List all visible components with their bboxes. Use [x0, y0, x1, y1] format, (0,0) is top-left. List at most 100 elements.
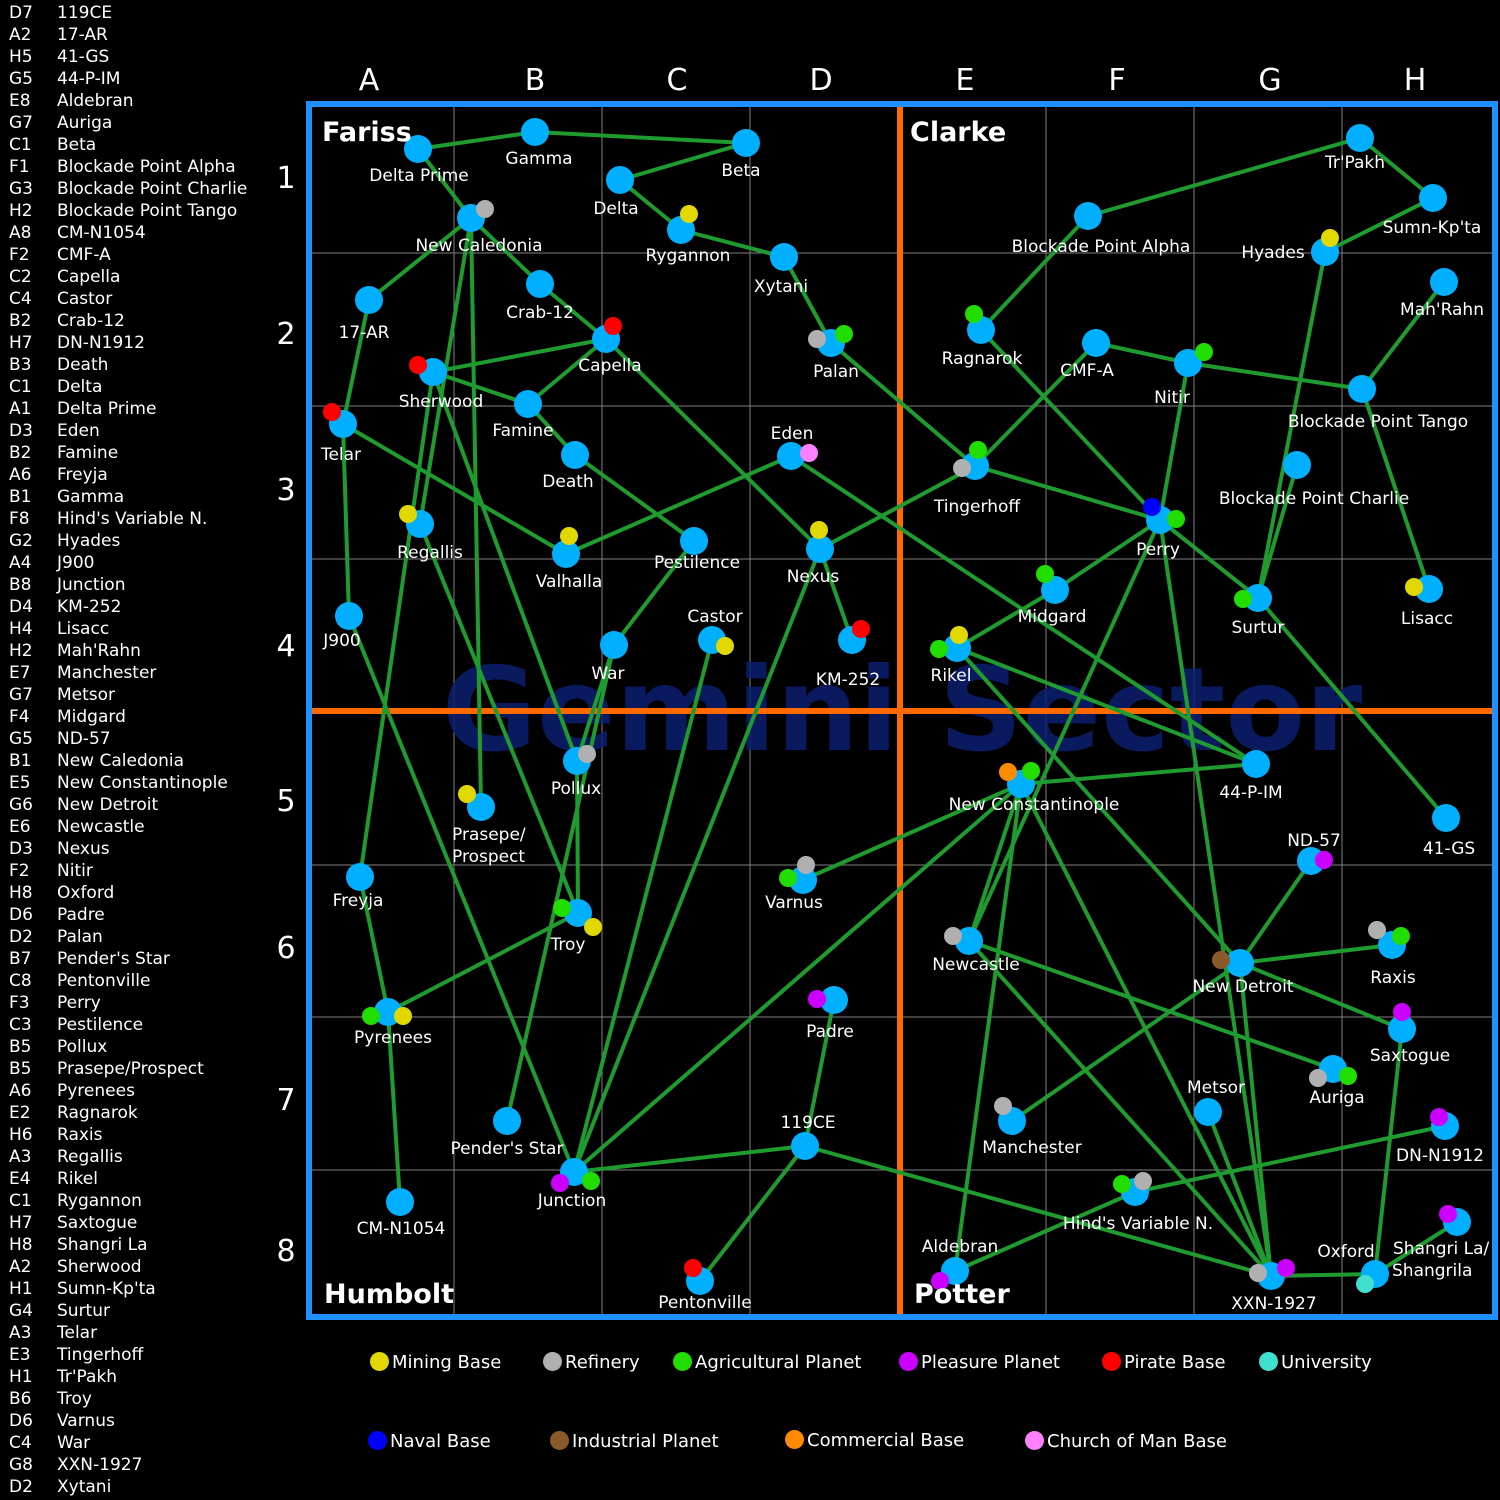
- system-famine[interactable]: Famine: [492, 390, 554, 441]
- system-dot[interactable]: [1194, 1098, 1222, 1126]
- system-newcastle[interactable]: Newcastle: [932, 927, 1020, 975]
- system-17ar[interactable]: 17-AR: [339, 286, 390, 343]
- system-rygannon[interactable]: Rygannon: [646, 205, 731, 266]
- system-sumn_kpta[interactable]: Sumn-Kp'ta: [1383, 184, 1482, 238]
- system-bp_alpha[interactable]: Blockade Point Alpha: [1012, 202, 1191, 257]
- system-nitir[interactable]: Nitir: [1154, 343, 1213, 408]
- system-bp_charlie[interactable]: Blockade Point Charlie: [1219, 451, 1409, 509]
- system-dot[interactable]: [667, 216, 695, 244]
- system-dot[interactable]: [521, 118, 549, 146]
- system-manchester[interactable]: Manchester: [982, 1097, 1082, 1158]
- system-trpakh[interactable]: Tr'Pakh: [1324, 124, 1385, 173]
- system-mahrahn[interactable]: Mah'Rahn: [1400, 268, 1484, 320]
- system-tingerhoff[interactable]: Tingerhoff: [933, 441, 1021, 517]
- system-dot[interactable]: [1415, 575, 1443, 603]
- system-44pim[interactable]: 44-P-IM: [1219, 750, 1283, 803]
- system-new_caledonia[interactable]: New Caledonia: [415, 200, 543, 256]
- system-ragnarok[interactable]: Ragnarok: [942, 305, 1023, 369]
- system-aldebran[interactable]: Aldebran: [922, 1237, 999, 1290]
- system-regallis[interactable]: Regallis: [397, 505, 463, 563]
- system-perry[interactable]: Perry: [1136, 498, 1185, 560]
- system-dot[interactable]: [467, 793, 495, 821]
- system-death[interactable]: Death: [542, 441, 594, 492]
- system-pentonville[interactable]: Pentonville: [658, 1259, 752, 1313]
- system-hinds[interactable]: Hind's Variable N.: [1063, 1172, 1213, 1234]
- system-dot[interactable]: [1242, 750, 1270, 778]
- system-dot[interactable]: [335, 602, 363, 630]
- system-dot[interactable]: [1174, 349, 1202, 377]
- system-prasepe[interactable]: Prasepe/: [452, 785, 526, 845]
- system-gamma[interactable]: Gamma: [505, 118, 573, 169]
- system-dot[interactable]: [514, 390, 542, 418]
- system-new_detroit[interactable]: New Detroit: [1192, 949, 1294, 997]
- system-padre[interactable]: Padre: [806, 986, 854, 1042]
- system-dot[interactable]: [1226, 949, 1254, 977]
- system-pyrenees[interactable]: Pyrenees: [354, 998, 432, 1048]
- system-raxis[interactable]: Raxis: [1368, 921, 1416, 988]
- system-dot[interactable]: [1348, 375, 1376, 403]
- system-junction[interactable]: Junction: [537, 1158, 606, 1211]
- system-shangri[interactable]: Shangri La/: [1393, 1205, 1490, 1259]
- system-shangri2[interactable]: Shangrila: [1392, 1261, 1472, 1281]
- system-bp_tango[interactable]: Blockade Point Tango: [1288, 375, 1468, 432]
- system-rikel[interactable]: Rikel: [930, 626, 971, 686]
- system-dot[interactable]: [955, 927, 983, 955]
- system-penders_star[interactable]: Pender's Star: [451, 1107, 564, 1159]
- system-delta_prime[interactable]: Delta Prime: [369, 135, 469, 186]
- system-dot[interactable]: [564, 899, 592, 927]
- system-war[interactable]: War: [591, 631, 628, 684]
- system-j900[interactable]: J900: [322, 602, 363, 651]
- system-nexus[interactable]: Nexus: [787, 521, 840, 587]
- system-hyades[interactable]: Hyades: [1241, 229, 1339, 266]
- system-new_constantinople[interactable]: New Constantinople: [949, 762, 1120, 815]
- system-dot[interactable]: [600, 631, 628, 659]
- system-dot[interactable]: [552, 540, 580, 568]
- system-valhalla[interactable]: Valhalla: [536, 527, 603, 592]
- system-telar[interactable]: Telar: [320, 403, 361, 465]
- system-xxn1927[interactable]: XXN-1927: [1231, 1259, 1317, 1314]
- system-freyja[interactable]: Freyja: [333, 863, 384, 911]
- system-sherwood[interactable]: Sherwood: [399, 356, 484, 412]
- system-capella[interactable]: Capella: [578, 317, 642, 376]
- system-midgard[interactable]: Midgard: [1018, 565, 1087, 627]
- system-dot[interactable]: [493, 1107, 521, 1135]
- system-41gs[interactable]: 41-GS: [1423, 804, 1475, 859]
- system-dot[interactable]: [680, 527, 708, 555]
- system-dot[interactable]: [777, 442, 805, 470]
- system-dot[interactable]: [404, 135, 432, 163]
- system-oxford[interactable]: Oxford: [1317, 1242, 1389, 1293]
- system-eden[interactable]: Eden: [771, 424, 818, 470]
- system-dot[interactable]: [1283, 451, 1311, 479]
- system-dot[interactable]: [1430, 268, 1458, 296]
- system-cm_n1054[interactable]: CM-N1054: [357, 1188, 446, 1239]
- system-dot[interactable]: [606, 166, 634, 194]
- system-varnus[interactable]: Varnus: [765, 856, 823, 913]
- system-delta[interactable]: Delta: [593, 166, 639, 219]
- system-dot[interactable]: [806, 535, 834, 563]
- system-beta[interactable]: Beta: [721, 129, 761, 181]
- system-dot[interactable]: [1432, 804, 1460, 832]
- system-dot[interactable]: [346, 863, 374, 891]
- system-dot[interactable]: [355, 286, 383, 314]
- system-castor[interactable]: Castor: [687, 607, 743, 655]
- system-prasepe2[interactable]: Prospect: [452, 847, 525, 867]
- system-cmfa[interactable]: CMF-A: [1060, 329, 1114, 381]
- system-auriga[interactable]: Auriga: [1309, 1055, 1365, 1108]
- system-saxtogue[interactable]: Saxtogue: [1370, 1003, 1450, 1066]
- system-nd57[interactable]: ND-57: [1287, 831, 1341, 875]
- system-km252[interactable]: KM-252: [816, 620, 880, 690]
- system-troy[interactable]: Troy: [550, 899, 602, 955]
- system-dot[interactable]: [791, 1132, 819, 1160]
- system-dot[interactable]: [1244, 584, 1272, 612]
- system-dn_n1912[interactable]: DN-N1912: [1396, 1108, 1484, 1166]
- system-xytani[interactable]: Xytani: [754, 243, 808, 297]
- system-metsor[interactable]: Metsor: [1187, 1078, 1245, 1126]
- system-surtur[interactable]: Surtur: [1232, 584, 1285, 638]
- system-119ce[interactable]: 119CE: [780, 1113, 836, 1160]
- system-pollux[interactable]: Pollux: [551, 745, 601, 799]
- system-dot[interactable]: [820, 986, 848, 1014]
- system-dot[interactable]: [1346, 124, 1374, 152]
- system-palan[interactable]: Palan: [808, 325, 859, 382]
- system-dot[interactable]: [1419, 184, 1447, 212]
- system-dot[interactable]: [1041, 576, 1069, 604]
